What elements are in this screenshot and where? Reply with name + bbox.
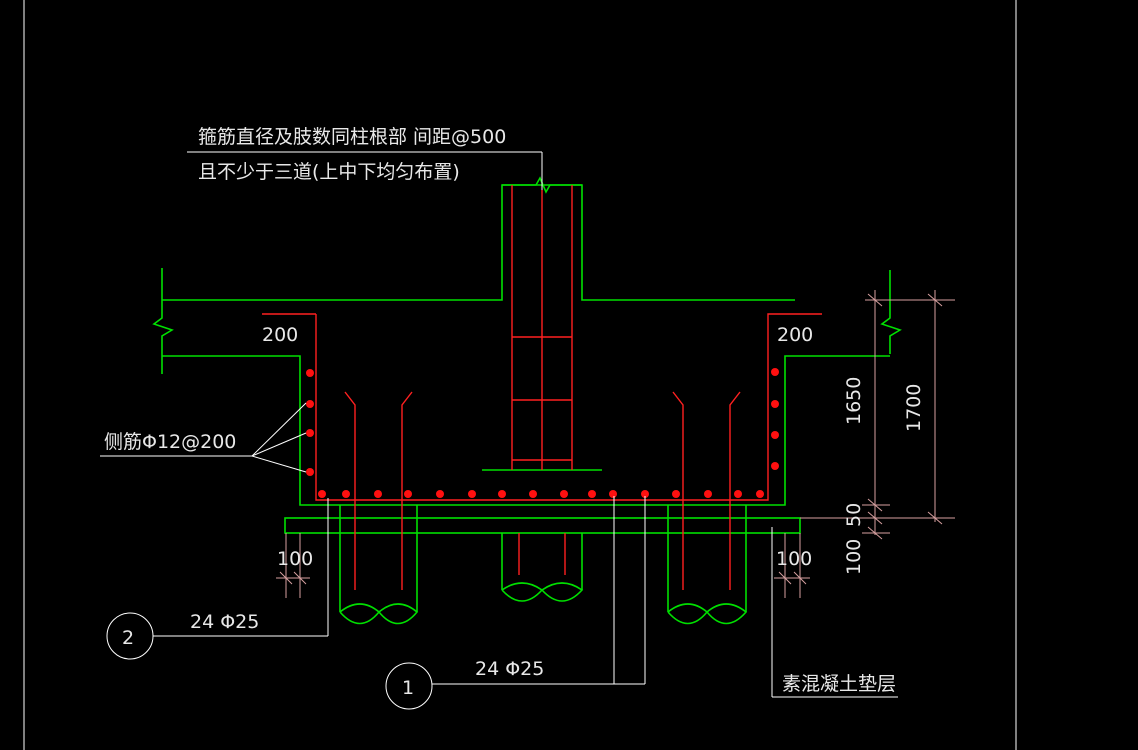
rebar-dots <box>306 368 779 498</box>
rebar-dot <box>771 368 779 376</box>
leader-lines <box>100 151 898 710</box>
rebar-dot <box>306 369 314 377</box>
stirrup-note-line2: 且不少于三道(上中下均匀布置) <box>198 161 460 183</box>
marker-1-label: 1 <box>402 677 414 699</box>
marker-2-label: 2 <box>122 627 134 649</box>
rebar-2-label: 24 Φ25 <box>190 611 259 633</box>
rebar-dot <box>468 490 476 498</box>
right-cover-dim: 200 <box>777 324 813 346</box>
rebar-1-label: 24 Φ25 <box>475 658 544 680</box>
rebar-dot <box>672 490 680 498</box>
right-100-dim: 100 <box>776 548 812 570</box>
rebar-dot <box>771 462 779 470</box>
rebar-dot <box>436 490 444 498</box>
left-cover-dim: 200 <box>262 324 298 346</box>
dimension-lines <box>276 290 955 598</box>
rebar-dot <box>342 490 350 498</box>
rebar-dot <box>306 400 314 408</box>
rebar-dot <box>734 490 742 498</box>
rebar-dot <box>756 490 764 498</box>
rebar-lines <box>262 185 822 590</box>
height-1700-dim: 1700 <box>903 384 925 432</box>
dim-100-vertical: 100 <box>843 539 865 575</box>
rebar-dot <box>641 490 649 498</box>
height-1650-dim: 1650 <box>843 377 865 425</box>
rebar-dot <box>306 468 314 476</box>
rebar-dot <box>588 490 596 498</box>
stirrup-note-line1: 箍筋直径及肢数同柱根部 间距@500 <box>198 126 506 148</box>
rebar-dot <box>318 490 326 498</box>
viewport-frame <box>23 0 1017 750</box>
rebar-dot <box>498 490 506 498</box>
side-bar-label: 侧筋Φ12@200 <box>104 431 236 453</box>
rebar-dot <box>771 400 779 408</box>
rebar-dot <box>529 490 537 498</box>
dim-50: 50 <box>843 503 865 527</box>
rebar-dot <box>374 490 382 498</box>
rebar-dot <box>609 490 617 498</box>
rebar-dot <box>771 431 779 439</box>
concrete-outline <box>152 176 902 625</box>
rebar-dot <box>306 429 314 437</box>
rebar-dot <box>560 490 568 498</box>
left-100-dim: 100 <box>277 548 313 570</box>
rebar-dot <box>704 490 712 498</box>
plain-concrete-label: 素混凝土垫层 <box>782 673 896 695</box>
rebar-dot <box>404 490 412 498</box>
